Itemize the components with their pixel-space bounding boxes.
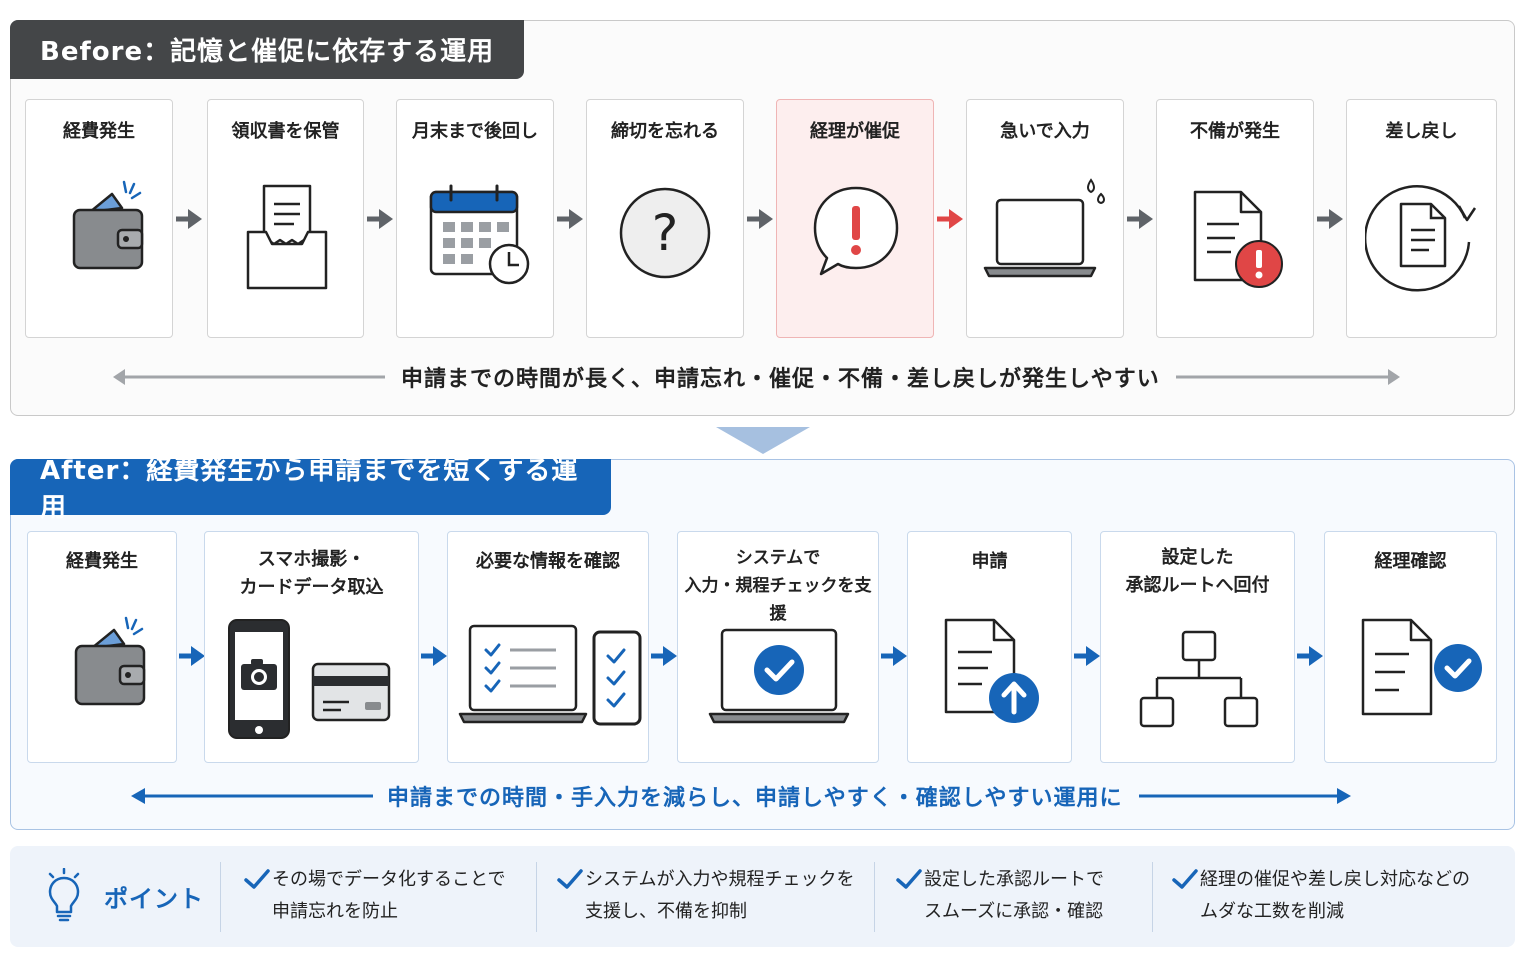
step-label: 経費発生 xyxy=(63,121,135,142)
document-upload-icon xyxy=(944,618,1039,723)
after-timeline-caption: 申請までの時間・手入力を減らし、申請しやすく・確認しやすい運用に xyxy=(387,786,1123,811)
check-icon xyxy=(244,869,270,889)
after-title: After：経費発生から申請までを短くする運用 xyxy=(10,456,611,523)
before-step-keep-receipt: 領収書を保管 xyxy=(207,99,364,338)
step-label: スマホ撮影・ カードデータ取込 xyxy=(239,549,384,598)
after-step-approval-route: 設定した 承認ルートへ回付 xyxy=(1100,531,1295,763)
point-item: 設定した承認ルートで スムーズに承認・確認 xyxy=(894,864,1104,928)
step-label: 差し戻し xyxy=(1385,121,1458,142)
timeline-arrow-left xyxy=(113,369,385,385)
lightbulb-icon xyxy=(48,868,80,922)
document-check-icon xyxy=(1361,618,1482,716)
before-timeline: 申請までの時間が長く、申請忘れ・催促・不備・差し戻しが発生しやすい xyxy=(109,361,1411,393)
after-step-system-support: システムで 入力・規程チェックを支援 xyxy=(677,531,879,763)
step-label: 不備が発生 xyxy=(1190,121,1280,142)
point-text: システムが入力や規程チェックを 支援し、不備を抑制 xyxy=(585,869,855,922)
step-label: 領収書を保管 xyxy=(231,121,340,142)
exclamation-bubble-icon xyxy=(813,186,899,276)
flow-arrow-red xyxy=(937,209,963,229)
flow-arrow xyxy=(1127,209,1153,229)
before-step-defect: 不備が発生 xyxy=(1156,99,1314,338)
before-step-sent-back: 差し戻し xyxy=(1346,99,1497,338)
before-step-postpone: 月末まで後回し xyxy=(396,99,554,338)
point-item: その場でデータ化することで 申請忘れを防止 xyxy=(242,864,505,928)
before-step-hurry-input: 急いで入力 xyxy=(966,99,1124,338)
divider xyxy=(1152,862,1153,932)
flow-arrow xyxy=(881,646,907,666)
after-timeline: 申請までの時間・手入力を減らし、申請しやすく・確認しやすい運用に xyxy=(129,780,1381,812)
step-label: 設定した 承認ルートへ回付 xyxy=(1125,547,1270,596)
step-label: 経理が催促 xyxy=(810,121,900,142)
wallet-icon xyxy=(72,180,144,270)
after-step-expense: 経費発生 xyxy=(27,531,177,763)
after-step-smartphone-capture: スマホ撮影・ カードデータ取込 xyxy=(204,531,419,763)
flow-arrow xyxy=(1074,646,1100,666)
before-step-forget-deadline: 締切を忘れる ? xyxy=(586,99,744,338)
step-label: 経理確認 xyxy=(1374,551,1447,572)
before-panel: Before：記憶と催促に依存する運用 経費発生 領収書を保管 月末まで後回し xyxy=(10,20,1515,416)
laptop-check-icon xyxy=(708,628,850,724)
point-item: 経理の催促や差し戻し対応などの ムダな工数を削減 xyxy=(1170,864,1470,928)
receipt-tray-icon xyxy=(246,184,328,290)
point-text: その場でデータ化することで 申請忘れを防止 xyxy=(272,869,506,922)
question-icon: ? xyxy=(619,187,711,279)
after-step-apply: 申請 xyxy=(907,531,1072,763)
divider xyxy=(874,862,875,932)
points-title: ポイント xyxy=(104,884,204,913)
after-step-accounting-check: 経理確認 xyxy=(1324,531,1497,763)
wallet-icon xyxy=(74,616,146,706)
calendar-clock-icon xyxy=(429,184,530,285)
before-timeline-caption: 申請までの時間が長く、申請忘れ・催促・不備・差し戻しが発生しやすい xyxy=(401,367,1160,392)
document-return-icon xyxy=(1365,185,1477,292)
step-label: 急いで入力 xyxy=(1000,121,1090,142)
flow-arrow xyxy=(747,209,773,229)
check-icon xyxy=(557,869,583,889)
step-label: 経費発生 xyxy=(66,551,138,572)
point-text: 経理の催促や差し戻し対応などの ムダな工数を削減 xyxy=(1200,869,1470,922)
check-icon xyxy=(1172,869,1198,889)
step-label: 必要な情報を確認 xyxy=(476,551,620,572)
checklist-devices-icon xyxy=(458,624,642,726)
flow-arrow xyxy=(557,209,583,229)
svg-text:?: ? xyxy=(652,204,679,262)
point-text: 設定した承認ルートで スムーズに承認・確認 xyxy=(924,869,1104,922)
after-step-confirm-info: 必要な情報を確認 xyxy=(447,531,649,763)
flow-arrow xyxy=(176,209,202,229)
before-step-accounting-reminder: 経理が催促 xyxy=(776,99,934,338)
divider xyxy=(536,862,537,932)
points-panel: ポイント その場でデータ化することで 申請忘れを防止 システムが入力や規程チェッ… xyxy=(10,846,1515,947)
flow-arrow xyxy=(651,646,677,666)
flow-arrow xyxy=(367,209,393,229)
before-step-expense: 経費発生 xyxy=(25,99,173,338)
timeline-arrow-right xyxy=(1175,369,1400,385)
points-header: ポイント xyxy=(46,866,204,926)
timeline-arrow-left xyxy=(131,788,373,804)
step-label: 申請 xyxy=(971,551,1008,572)
before-title: Before：記憶と催促に依存する運用 xyxy=(10,20,524,79)
transition-arrow xyxy=(716,427,810,454)
org-chart-icon xyxy=(1139,630,1259,728)
step-label: 締切を忘れる xyxy=(611,121,719,142)
timeline-arrow-right xyxy=(1138,788,1351,804)
flow-arrow xyxy=(179,646,205,666)
document-error-icon xyxy=(1193,190,1283,288)
divider xyxy=(220,862,221,932)
check-icon xyxy=(896,869,922,889)
phone-camera-card-icon xyxy=(228,619,391,739)
flow-arrow xyxy=(421,646,447,666)
point-item: システムが入力や規程チェックを 支援し、不備を抑制 xyxy=(555,864,854,928)
laptop-sweat-icon xyxy=(983,178,1105,278)
flow-arrow xyxy=(1297,646,1323,666)
step-label: システムで 入力・規程チェックを支援 xyxy=(684,548,872,624)
flow-arrow xyxy=(1317,209,1343,229)
after-panel: After：経費発生から申請までを短くする運用 経費発生 スマホ撮影・ カードデ… xyxy=(10,456,1515,830)
step-label: 月末まで後回し xyxy=(412,121,538,142)
